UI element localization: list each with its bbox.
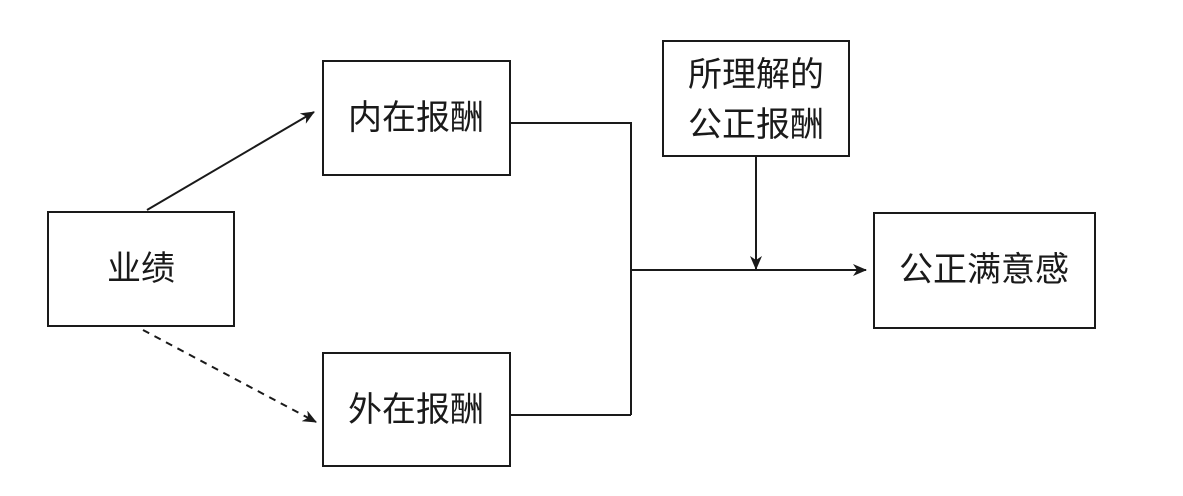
node-perceived-fair-reward-line2: 公正报酬 bbox=[688, 105, 824, 145]
node-performance: 业绩 bbox=[47, 211, 235, 327]
edge-performance-to-intrinsic bbox=[146, 111, 315, 211]
node-fair-satisfaction: 公正满意感 bbox=[873, 212, 1096, 329]
edge-performance-to-extrinsic-dashed bbox=[142, 329, 317, 423]
node-performance-label: 业绩 bbox=[107, 249, 175, 289]
node-extrinsic-reward-label: 外在报酬 bbox=[348, 390, 484, 430]
node-fair-satisfaction-label: 公正满意感 bbox=[899, 250, 1069, 290]
node-intrinsic-reward-label: 内在报酬 bbox=[348, 98, 484, 138]
edge-intrinsic-to-junction bbox=[510, 122, 632, 415]
node-perceived-fair-reward-line1: 所理解的 bbox=[688, 55, 824, 95]
node-perceived-fair-reward: 所理解的 公正报酬 bbox=[662, 40, 850, 157]
node-extrinsic-reward: 外在报酬 bbox=[322, 352, 511, 467]
node-intrinsic-reward: 内在报酬 bbox=[322, 60, 511, 176]
